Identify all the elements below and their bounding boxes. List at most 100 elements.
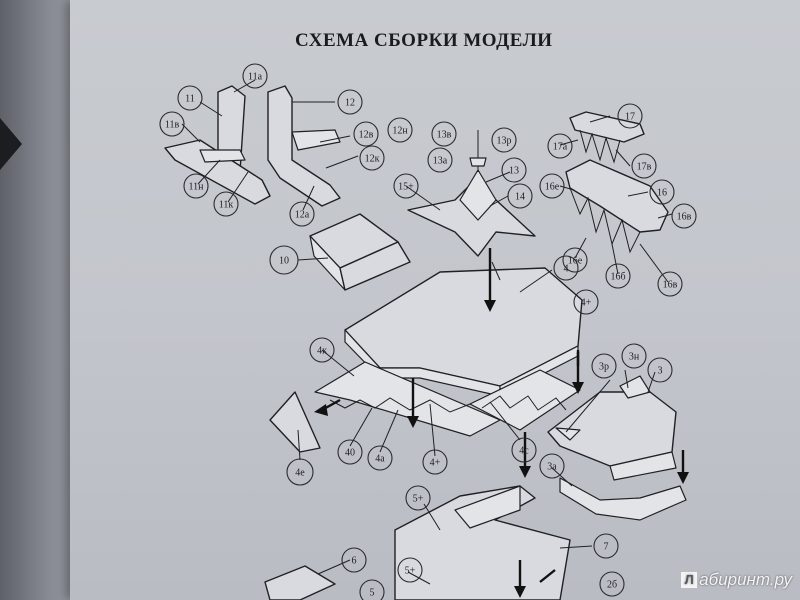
- part-4-steps: [314, 361, 581, 437]
- label-17: 17: [617, 103, 643, 129]
- label-11k: 11к: [213, 191, 239, 217]
- svg-text:13р: 13р: [497, 136, 512, 147]
- svg-text:11а: 11а: [248, 72, 263, 83]
- svg-text:4: 4: [564, 264, 569, 275]
- label-15plus: 15+: [393, 173, 419, 199]
- label-10: 10: [269, 245, 299, 275]
- page-title: СХЕМА СБОРКИ МОДЕЛИ: [295, 30, 553, 51]
- svg-text:5+: 5+: [405, 566, 416, 577]
- part-5: [394, 485, 571, 600]
- label-14: 14: [507, 183, 533, 209]
- part-3: [547, 375, 677, 481]
- label-16: 16: [649, 179, 675, 205]
- leader-lines: [181, 79, 673, 585]
- label-12k: 12к: [359, 145, 385, 171]
- svg-text:14: 14: [515, 192, 525, 203]
- label-12v: 12в: [353, 121, 379, 147]
- svg-text:12к: 12к: [365, 154, 380, 165]
- label-4a: 4а: [367, 445, 393, 471]
- label-4e: 4е: [286, 458, 314, 486]
- watermark-text: абиринт.ру: [699, 570, 792, 589]
- svg-text:12в: 12в: [359, 130, 374, 141]
- label-11n: 11н: [183, 173, 209, 199]
- part-6: [264, 565, 336, 600]
- svg-text:16: 16: [657, 188, 667, 199]
- part-13-14-star: [407, 130, 536, 257]
- svg-text:3: 3: [658, 366, 663, 377]
- watermark-logo-icon: Л: [681, 572, 698, 588]
- svg-text:7: 7: [604, 542, 609, 553]
- svg-text:16б: 16б: [610, 272, 625, 283]
- label-12: 12: [337, 89, 363, 115]
- label-16e-top: 16е: [539, 173, 565, 199]
- label-13v: 13в: [431, 121, 457, 147]
- label-13: 13: [501, 157, 527, 183]
- svg-text:16в: 16в: [677, 212, 692, 223]
- part-4: [344, 267, 583, 397]
- svg-text:11: 11: [185, 94, 195, 105]
- svg-text:3а: 3а: [547, 462, 557, 473]
- assembly-arrows: [314, 248, 689, 598]
- svg-text:11н: 11н: [189, 182, 205, 193]
- label-2b: 2б: [599, 571, 625, 597]
- part-labels: 11а 11 11в 11н 11к 12 12в 12н 12к 12а 13…: [159, 63, 697, 600]
- svg-text:12н: 12н: [392, 126, 408, 137]
- left-page-mark: [0, 118, 22, 170]
- part-11: [164, 85, 271, 205]
- label-3n: 3н: [621, 343, 647, 369]
- svg-text:4е: 4е: [295, 468, 305, 479]
- svg-text:2б: 2б: [607, 580, 617, 591]
- svg-text:6: 6: [352, 556, 357, 567]
- label-5plus-bottom: 5+: [397, 557, 423, 583]
- label-11v: 11в: [159, 111, 185, 137]
- svg-text:4с: 4с: [519, 446, 529, 457]
- svg-text:10: 10: [279, 256, 289, 267]
- part-17: [569, 111, 645, 164]
- svg-text:4а: 4а: [375, 454, 385, 465]
- svg-text:4+: 4+: [430, 458, 441, 469]
- svg-text:3н: 3н: [629, 352, 640, 363]
- svg-text:16в: 16в: [663, 280, 678, 291]
- svg-text:4+: 4+: [581, 298, 592, 309]
- svg-text:5: 5: [370, 588, 375, 599]
- svg-text:17в: 17в: [637, 162, 652, 173]
- svg-text:17а: 17а: [553, 142, 568, 153]
- label-13r: 13р: [491, 127, 517, 153]
- svg-text:13а: 13а: [433, 156, 448, 167]
- label-4plus-top: 4+: [573, 289, 599, 315]
- svg-text:40: 40: [345, 448, 355, 459]
- label-3a: 3а: [539, 453, 565, 479]
- label-12n: 12н: [387, 117, 413, 143]
- label-3: 3: [647, 357, 673, 383]
- left-page-edge: [0, 0, 78, 600]
- label-3r: 3р: [591, 353, 617, 379]
- label-16v-bottom: 16в: [657, 271, 683, 297]
- svg-text:17: 17: [625, 112, 635, 123]
- label-13a: 13а: [427, 147, 453, 173]
- label-5plus-top: 5+: [405, 485, 431, 511]
- svg-text:5+: 5+: [413, 494, 424, 505]
- label-4c: 4с: [511, 437, 537, 463]
- label-11a: 11а: [242, 63, 268, 89]
- label-12a: 12а: [289, 201, 315, 227]
- label-5: 5: [359, 579, 385, 600]
- label-6: 6: [341, 547, 367, 573]
- label-16b: 16б: [605, 263, 631, 289]
- label-17v: 17в: [631, 153, 657, 179]
- part-16: [565, 159, 669, 254]
- label-4: 4: [553, 255, 579, 281]
- svg-text:11в: 11в: [165, 120, 180, 131]
- label-40: 40: [337, 439, 363, 465]
- svg-text:16е: 16е: [545, 182, 560, 193]
- svg-text:13в: 13в: [437, 130, 452, 141]
- label-4k: 4к: [309, 337, 335, 363]
- label-17a: 17а: [547, 133, 573, 159]
- part-4e: [269, 391, 321, 453]
- part-10: [309, 213, 411, 291]
- label-7: 7: [593, 533, 619, 559]
- part-3a: [559, 477, 687, 521]
- label-11: 11: [177, 85, 203, 111]
- label-16v-right: 16в: [671, 203, 697, 229]
